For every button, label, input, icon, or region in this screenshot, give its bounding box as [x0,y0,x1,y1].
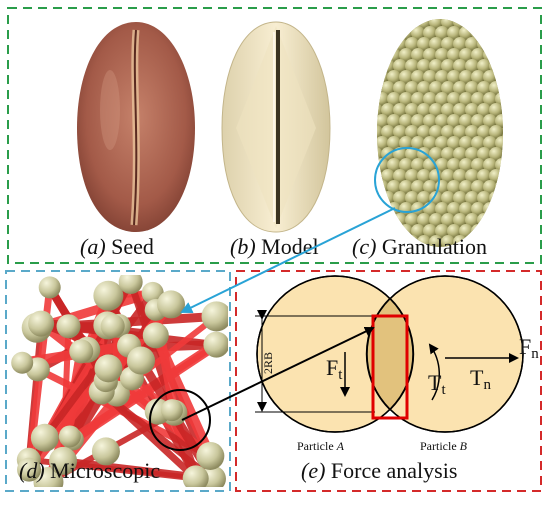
tt-label: Tt [428,370,446,398]
micro-panel-frame [5,270,231,492]
particle-b-label: Particle B [420,439,468,453]
seed-image [77,22,195,232]
bond-rectangle [371,314,409,420]
top-panel-frame [7,7,542,264]
caption-a: (a) Seed [80,234,154,259]
microscopic-image [10,275,228,487]
caption-b: (b) Model [230,234,319,259]
caption-c: (c) Granulation [352,234,487,259]
detail-connector [181,326,375,421]
caption-e: (e) Force analysis [301,458,457,483]
detail-circle [149,389,211,451]
tn-label: Tn [470,365,491,393]
granulation-image [374,19,503,247]
radius-label: 2RB [261,352,275,374]
zoom-connector [180,207,396,314]
zoom-circle [374,147,440,213]
caption-d: (d) Microscopic [19,458,160,483]
seed-model-image [221,21,331,233]
particle-a-label: Particle A [297,439,345,453]
force-panel-frame [235,270,542,492]
force-diagram: 2RB Ft Tt Tn Fn Particle A Particle B [255,275,539,453]
ft-label: Ft [326,355,343,383]
fn-label: Fn [519,334,539,362]
